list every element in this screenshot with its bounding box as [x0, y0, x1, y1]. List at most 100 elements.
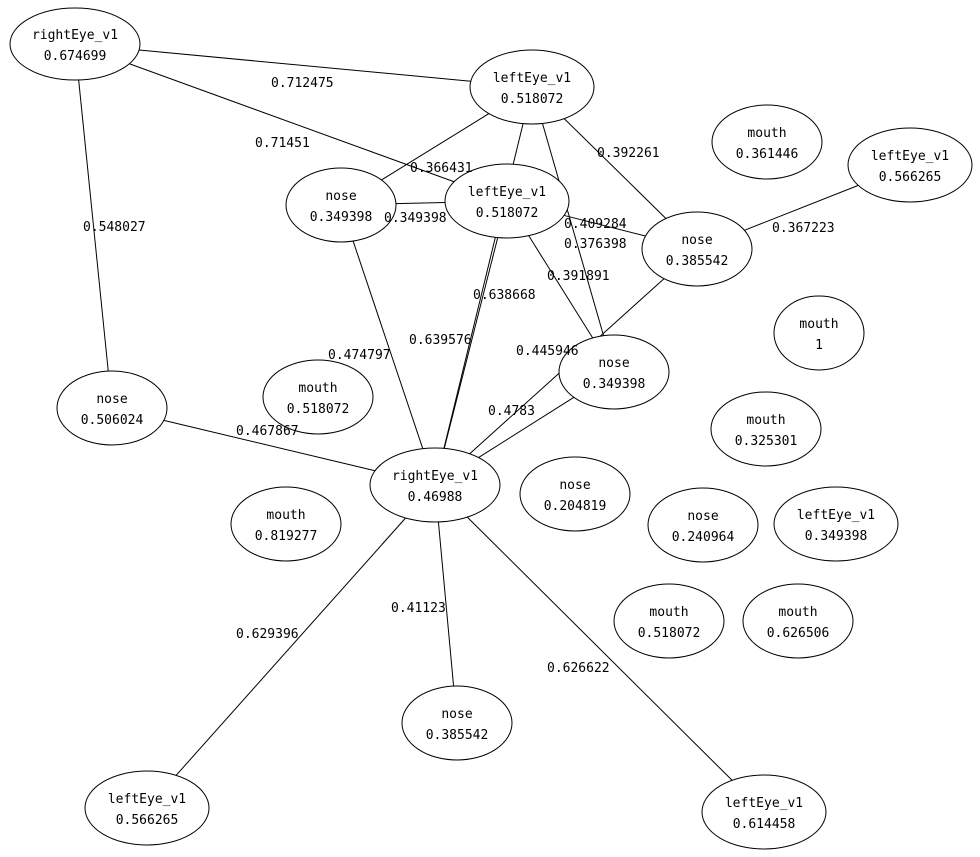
- graph-node[interactable]: nose 0.349398: [285, 167, 397, 243]
- node-label: nose: [681, 233, 712, 248]
- edge-weight-label: 0.41123: [391, 601, 446, 616]
- graph-edge: [563, 118, 667, 219]
- edge-weight-label: 0.392261: [597, 146, 660, 161]
- graph-edge: [563, 214, 646, 237]
- graph-edge: [139, 49, 471, 82]
- graph-edge: [528, 235, 594, 339]
- graph-edge: [163, 419, 376, 472]
- node-ellipse[interactable]: [262, 359, 374, 435]
- node-score: 0.204819: [544, 499, 607, 514]
- graph-node[interactable]: leftEye_v1 0.349398: [773, 486, 899, 562]
- node-label: mouth: [746, 413, 785, 428]
- graph-node[interactable]: leftEye_v10.566265: [84, 770, 210, 846]
- graph-edge: [175, 517, 406, 776]
- node-label: mouth: [298, 381, 337, 396]
- node-score: 0.518072: [638, 626, 701, 641]
- node-ellipse[interactable]: [742, 583, 854, 659]
- node-score: 0.240964: [672, 530, 735, 545]
- node-ellipse[interactable]: [641, 211, 753, 287]
- node-ellipse[interactable]: [701, 774, 827, 850]
- node-ellipse[interactable]: [469, 49, 595, 125]
- edge-weight-label: 0.391891: [547, 269, 610, 284]
- edge-weight-label: 0.639576: [409, 333, 472, 348]
- node-ellipse[interactable]: [369, 447, 501, 523]
- graph-edge: [466, 516, 733, 781]
- node-label: nose: [96, 392, 127, 407]
- node-ellipse[interactable]: [710, 391, 822, 467]
- node-score: 0.46988: [408, 490, 463, 505]
- edge-weight-label: 0.638668: [473, 288, 536, 303]
- node-score: 0.518072: [501, 92, 564, 107]
- node-ellipse[interactable]: [613, 583, 725, 659]
- edge-weight-label: 0.376398: [564, 237, 627, 252]
- node-ellipse[interactable]: [444, 163, 570, 239]
- graph-edge: [78, 79, 109, 372]
- graph-node[interactable]: rightEye_v1 0.674699: [9, 7, 141, 81]
- graph-node[interactable]: leftEye_v10.614458: [701, 774, 827, 850]
- edge-weight-label: 0.548027: [83, 220, 146, 235]
- edge-weight-label: 0.366431: [410, 161, 473, 176]
- node-score: 0.566265: [116, 813, 179, 828]
- node-ellipse[interactable]: [773, 295, 865, 371]
- edge-weight-label: 0.4783: [488, 404, 535, 419]
- node-label: nose: [559, 478, 590, 493]
- node-score: 0.614458: [733, 817, 796, 832]
- graph-node[interactable]: rightEye_v10.46988: [369, 447, 501, 523]
- graph-node[interactable]: mouth 0.518072: [613, 583, 725, 659]
- node-score: 0.361446: [736, 147, 799, 162]
- node-label: leftEye_v1: [493, 71, 571, 86]
- node-ellipse[interactable]: [9, 7, 141, 81]
- node-label: rightEye_v1: [32, 28, 118, 43]
- graph-node[interactable]: nose 0.385542: [641, 211, 753, 287]
- graph-edge: [395, 201, 446, 205]
- graph-node[interactable]: leftEye_v10.566265: [847, 127, 973, 203]
- edge-weight-label: 0.71451: [255, 136, 310, 151]
- edge-weight-label: 0.409284: [564, 217, 627, 232]
- graph-edge: [129, 63, 455, 183]
- node-score: 0.819277: [255, 529, 318, 544]
- node-score: 0.349398: [583, 377, 646, 392]
- node-score: 0.349398: [805, 529, 868, 544]
- node-ellipse[interactable]: [285, 167, 397, 243]
- node-score: 0.674699: [44, 49, 107, 64]
- graph-node[interactable]: nose 0.385542: [401, 685, 513, 761]
- node-ellipse[interactable]: [230, 486, 342, 562]
- node-label: mouth: [649, 605, 688, 620]
- node-ellipse[interactable]: [84, 770, 210, 846]
- node-score: 0.385542: [666, 254, 729, 269]
- edge-weight-label: 0.445946: [516, 344, 579, 359]
- graph-edge: [352, 240, 424, 449]
- node-score: 0.385542: [426, 728, 489, 743]
- graph-node[interactable]: leftEye_v10.518072: [444, 163, 570, 239]
- node-ellipse[interactable]: [401, 685, 513, 761]
- node-ellipse[interactable]: [711, 104, 823, 180]
- node-label: leftEye_v1: [797, 508, 875, 523]
- node-score: 0.349398: [310, 210, 373, 225]
- node-label: leftEye_v1: [871, 149, 949, 164]
- edge-weight-label: 0.367223: [772, 221, 835, 236]
- graph-edge: [437, 521, 455, 687]
- node-label: nose: [441, 707, 472, 722]
- node-ellipse[interactable]: [847, 127, 973, 203]
- graph-node[interactable]: leftEye_v1 0.518072: [469, 49, 595, 125]
- node-ellipse[interactable]: [56, 370, 168, 446]
- graph-edge: [478, 396, 575, 458]
- node-label: nose: [325, 189, 356, 204]
- graph-edge: [381, 113, 490, 181]
- node-ellipse[interactable]: [558, 334, 670, 410]
- graph-node[interactable]: nose 0.204819: [519, 456, 631, 532]
- graph-edge: [542, 123, 605, 336]
- node-ellipse[interactable]: [773, 486, 899, 562]
- node-ellipse[interactable]: [519, 456, 631, 532]
- node-ellipse[interactable]: [647, 487, 759, 563]
